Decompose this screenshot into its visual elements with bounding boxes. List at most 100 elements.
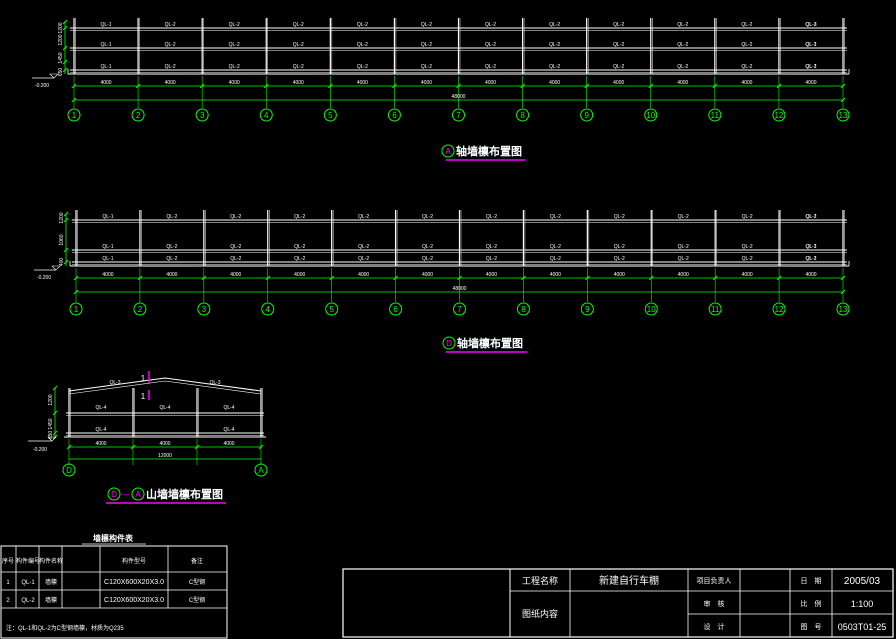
axis-bubble [708,108,722,122]
dim-tick [73,289,79,295]
d-title-text: 轴墙檩布置图 [457,336,523,350]
dim-tick [199,83,205,89]
axis-bubble [580,302,594,316]
purlin-label: QL-3 [805,22,816,28]
purlin-label: QL-2 [486,244,497,250]
level-label: -0.200 [35,83,49,89]
dim-tick [201,275,207,281]
scale-value: 1:100 [851,599,874,609]
purlin-label: QL-2 [805,256,816,262]
vertical-dimension: 1450 [58,52,64,63]
project-name: 新建自行车棚 [599,574,659,587]
axis-label: 11 [711,111,720,120]
axis-bubble [67,108,81,122]
purlin-label: QL-2 [805,244,816,250]
axis-bubble [195,108,209,122]
axis-label: 9 [584,111,589,120]
dim-tick [66,444,72,450]
axis-bubble [772,302,786,316]
gable-title-mark-left: D [111,490,117,499]
purlin-label: QL-2 [805,42,816,48]
dim-tick [327,83,333,89]
gable-title-text: 山墙墙檩布置图 [146,487,223,501]
bay-dimension: 4000 [229,80,240,86]
purlin-label: QL-4 [223,405,234,411]
bay-dimension: 4000 [294,272,305,278]
parts-table-title: 墙檩构件表 [93,533,134,543]
dim-tick [584,83,590,89]
bay-dimension: 4000 [159,441,170,447]
dim-tick [712,83,718,89]
axis-label: 12 [775,305,784,314]
parts-table-cell: 1 [6,580,10,586]
dim-tick [71,83,77,89]
purlin-label: QL-4 [223,427,234,433]
level-marker [51,265,61,271]
axis-bubble [133,302,147,316]
gable-drawing-title: D — A 山墙墙檩布置图 [106,487,226,504]
axis-bubble [325,302,339,316]
bay-dimension: 4000 [422,272,433,278]
purlin-label: QL-2 [166,214,177,220]
bay-dimension: 4000 [742,272,753,278]
purlin-label: QL-2 [742,214,753,220]
purlin-label: QL-2 [613,22,624,28]
purlin-label: QL-2 [741,22,752,28]
purlin-label: QL-2 [357,42,368,48]
role-project-lead: 项目负责人 [697,576,732,585]
purlin-label: QL-1 [102,214,113,220]
total-dimension: 12000 [158,453,172,459]
purlin-label: QL-2 [166,256,177,262]
purlin-label: QL-2 [293,42,304,48]
bay-dimension: 4000 [357,80,368,86]
axis-label: A [258,466,264,475]
bay-dimension: 4000 [165,80,176,86]
parts-table-cell: C120X600X20X3.0 [104,597,164,604]
purlin-label: QL-2 [485,64,496,70]
role-reviewer: 审 核 [704,599,725,608]
dim-tick [135,83,141,89]
vertical-dimension: 1200 [59,212,65,223]
section-number: 1 [141,374,146,383]
axis-bubble [580,108,594,122]
purlin-label: QL-3 [209,380,220,386]
bay-dimension: 4000 [166,272,177,278]
content-label: 图纸内容 [522,608,558,619]
axis-label: 8 [520,111,525,120]
parts-table-note: 注：QL-1和QL-2为C型钢墙檩，材质为Q235 [6,624,124,632]
axis-label: 3 [202,305,207,314]
purlin-label: QL-2 [166,244,177,250]
axis-label: 11 [711,305,720,314]
axis-label: 3 [200,111,205,120]
purlin-label: QL-2 [293,64,304,70]
drawing-no-label: 图 号 [801,623,822,631]
purlin-label: QL-2 [165,42,176,48]
axis-bubble [254,463,268,477]
axis-label: 12 [774,111,783,120]
purlin-label: QL-2 [742,244,753,250]
purlin-label: QL-2 [550,214,561,220]
purlin-label: QL-2 [614,256,625,262]
level-label: -0.200 [33,447,47,453]
axis-label: 2 [138,305,143,314]
dim-tick [776,83,782,89]
purlin-label: QL-2 [678,214,689,220]
purlin-label: QL-2 [421,64,432,70]
purlin-label: QL-2 [678,256,689,262]
purlin-label: QL-2 [549,22,560,28]
purlin-label: QL-1 [102,256,113,262]
dim-tick [258,444,264,450]
dim-tick [52,385,58,391]
purlin-label: QL-1 [100,42,111,48]
parts-table-cell: 墙檩 [45,596,57,604]
purlin-label: QL-2 [358,256,369,262]
bay-dimension: 4000 [230,272,241,278]
dim-tick [52,410,58,416]
purlin-label: QL-2 [229,64,240,70]
parts-table-cell: QL-1 [21,580,35,586]
axis-bubble [69,302,83,316]
purlin-label: QL-2 [549,64,560,70]
purlin-label: QL-3 [109,380,120,386]
